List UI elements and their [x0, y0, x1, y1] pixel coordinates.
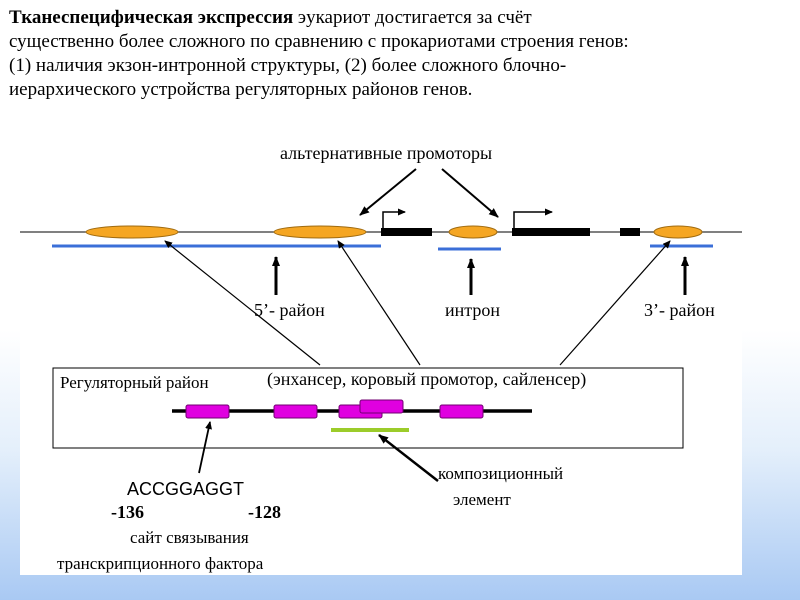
exon-block — [620, 228, 640, 236]
binding-site-block — [273, 404, 318, 419]
binding-site-caption-line2: транскрипционного фактора — [57, 554, 264, 573]
enhancer-ellipse — [448, 225, 498, 239]
intro-text: Тканеспецифическая экспрессия эукариот д… — [9, 6, 789, 102]
transcription-start-arrow — [513, 208, 553, 228]
region-5prime-label: 5’- район — [254, 300, 325, 320]
enhancer-ellipse — [85, 225, 179, 239]
regulatory-region-title: Регуляторный район — [60, 373, 209, 392]
enhancer-ellipse — [653, 225, 703, 239]
composite-label-line2: элемент — [453, 490, 511, 509]
composite-element-arrow — [378, 434, 439, 482]
intro-line3: (1) наличия экзон-интронной структуры, (… — [9, 55, 567, 76]
alt-promoter-arrow — [441, 168, 499, 218]
exon-block — [512, 228, 590, 236]
alt-promoter-arrow — [359, 168, 417, 216]
transcription-start-arrow — [382, 208, 406, 228]
intro-line2: существенно более сложного по сравнению … — [9, 31, 629, 52]
position-end: -128 — [248, 502, 281, 522]
connector-line — [164, 240, 321, 366]
intro-line1: эукариот достигается за счёт — [293, 7, 532, 28]
connector-line — [559, 240, 671, 366]
binding-site-block — [439, 404, 484, 419]
intro-line4: иерархического устройства регуляторных р… — [9, 79, 473, 100]
binding-site-caption-line1: сайт связывания — [130, 528, 249, 547]
regulatory-region-box — [52, 367, 684, 449]
binding-site-arrow — [198, 421, 212, 474]
gene-structure-diagram: альтернативные промоторы 5’- район интро… — [20, 133, 742, 575]
diagram-canvas: альтернативные промоторы 5’- район интро… — [20, 143, 742, 573]
binding-site-block — [185, 404, 230, 419]
alt-promoters-label: альтернативные промоторы — [280, 143, 492, 163]
intro-bold-term: Тканеспецифическая экспрессия — [9, 7, 294, 28]
exon-block — [381, 228, 432, 236]
position-start: -136 — [111, 502, 144, 522]
enhancer-ellipse — [273, 225, 367, 239]
region-3prime-label: 3’- район — [644, 300, 715, 320]
connector-line — [337, 240, 421, 366]
intron-label: интрон — [445, 300, 500, 320]
binding-site-block — [359, 399, 404, 414]
composite-label-line1: композиционный — [438, 464, 563, 483]
sequence-label: ACCGGAGGT — [127, 479, 244, 499]
regulatory-region-subtitle: (энхансер, коровый промотор, сайленсер) — [267, 369, 586, 390]
